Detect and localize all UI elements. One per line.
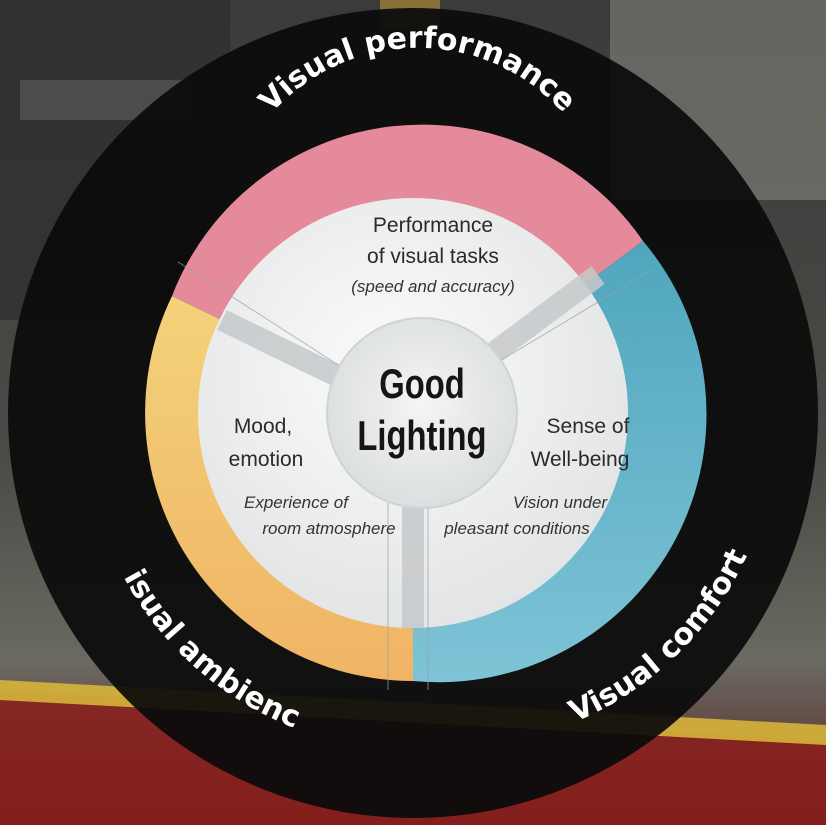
center-title-line1: Good	[379, 360, 464, 407]
center-circle	[326, 317, 518, 509]
segment-right-note1: Vision under	[513, 493, 609, 512]
segment-top-line1: Performance	[373, 214, 493, 237]
segment-right-note2: pleasant conditions	[443, 519, 590, 538]
segment-top-note: (speed and accuracy)	[351, 277, 514, 296]
center-title-line2: Lighting	[357, 412, 486, 459]
segment-left-line1: Mood,	[234, 415, 292, 438]
segment-top-line2: of visual tasks	[367, 245, 499, 268]
segment-left-line2: emotion	[229, 448, 304, 471]
segment-left-note1: Experience of	[244, 493, 350, 512]
segment-right-line2: Well-being	[531, 448, 630, 471]
segment-right-line1: Sense of	[547, 415, 630, 438]
segment-left-note2: room atmosphere	[262, 519, 395, 538]
